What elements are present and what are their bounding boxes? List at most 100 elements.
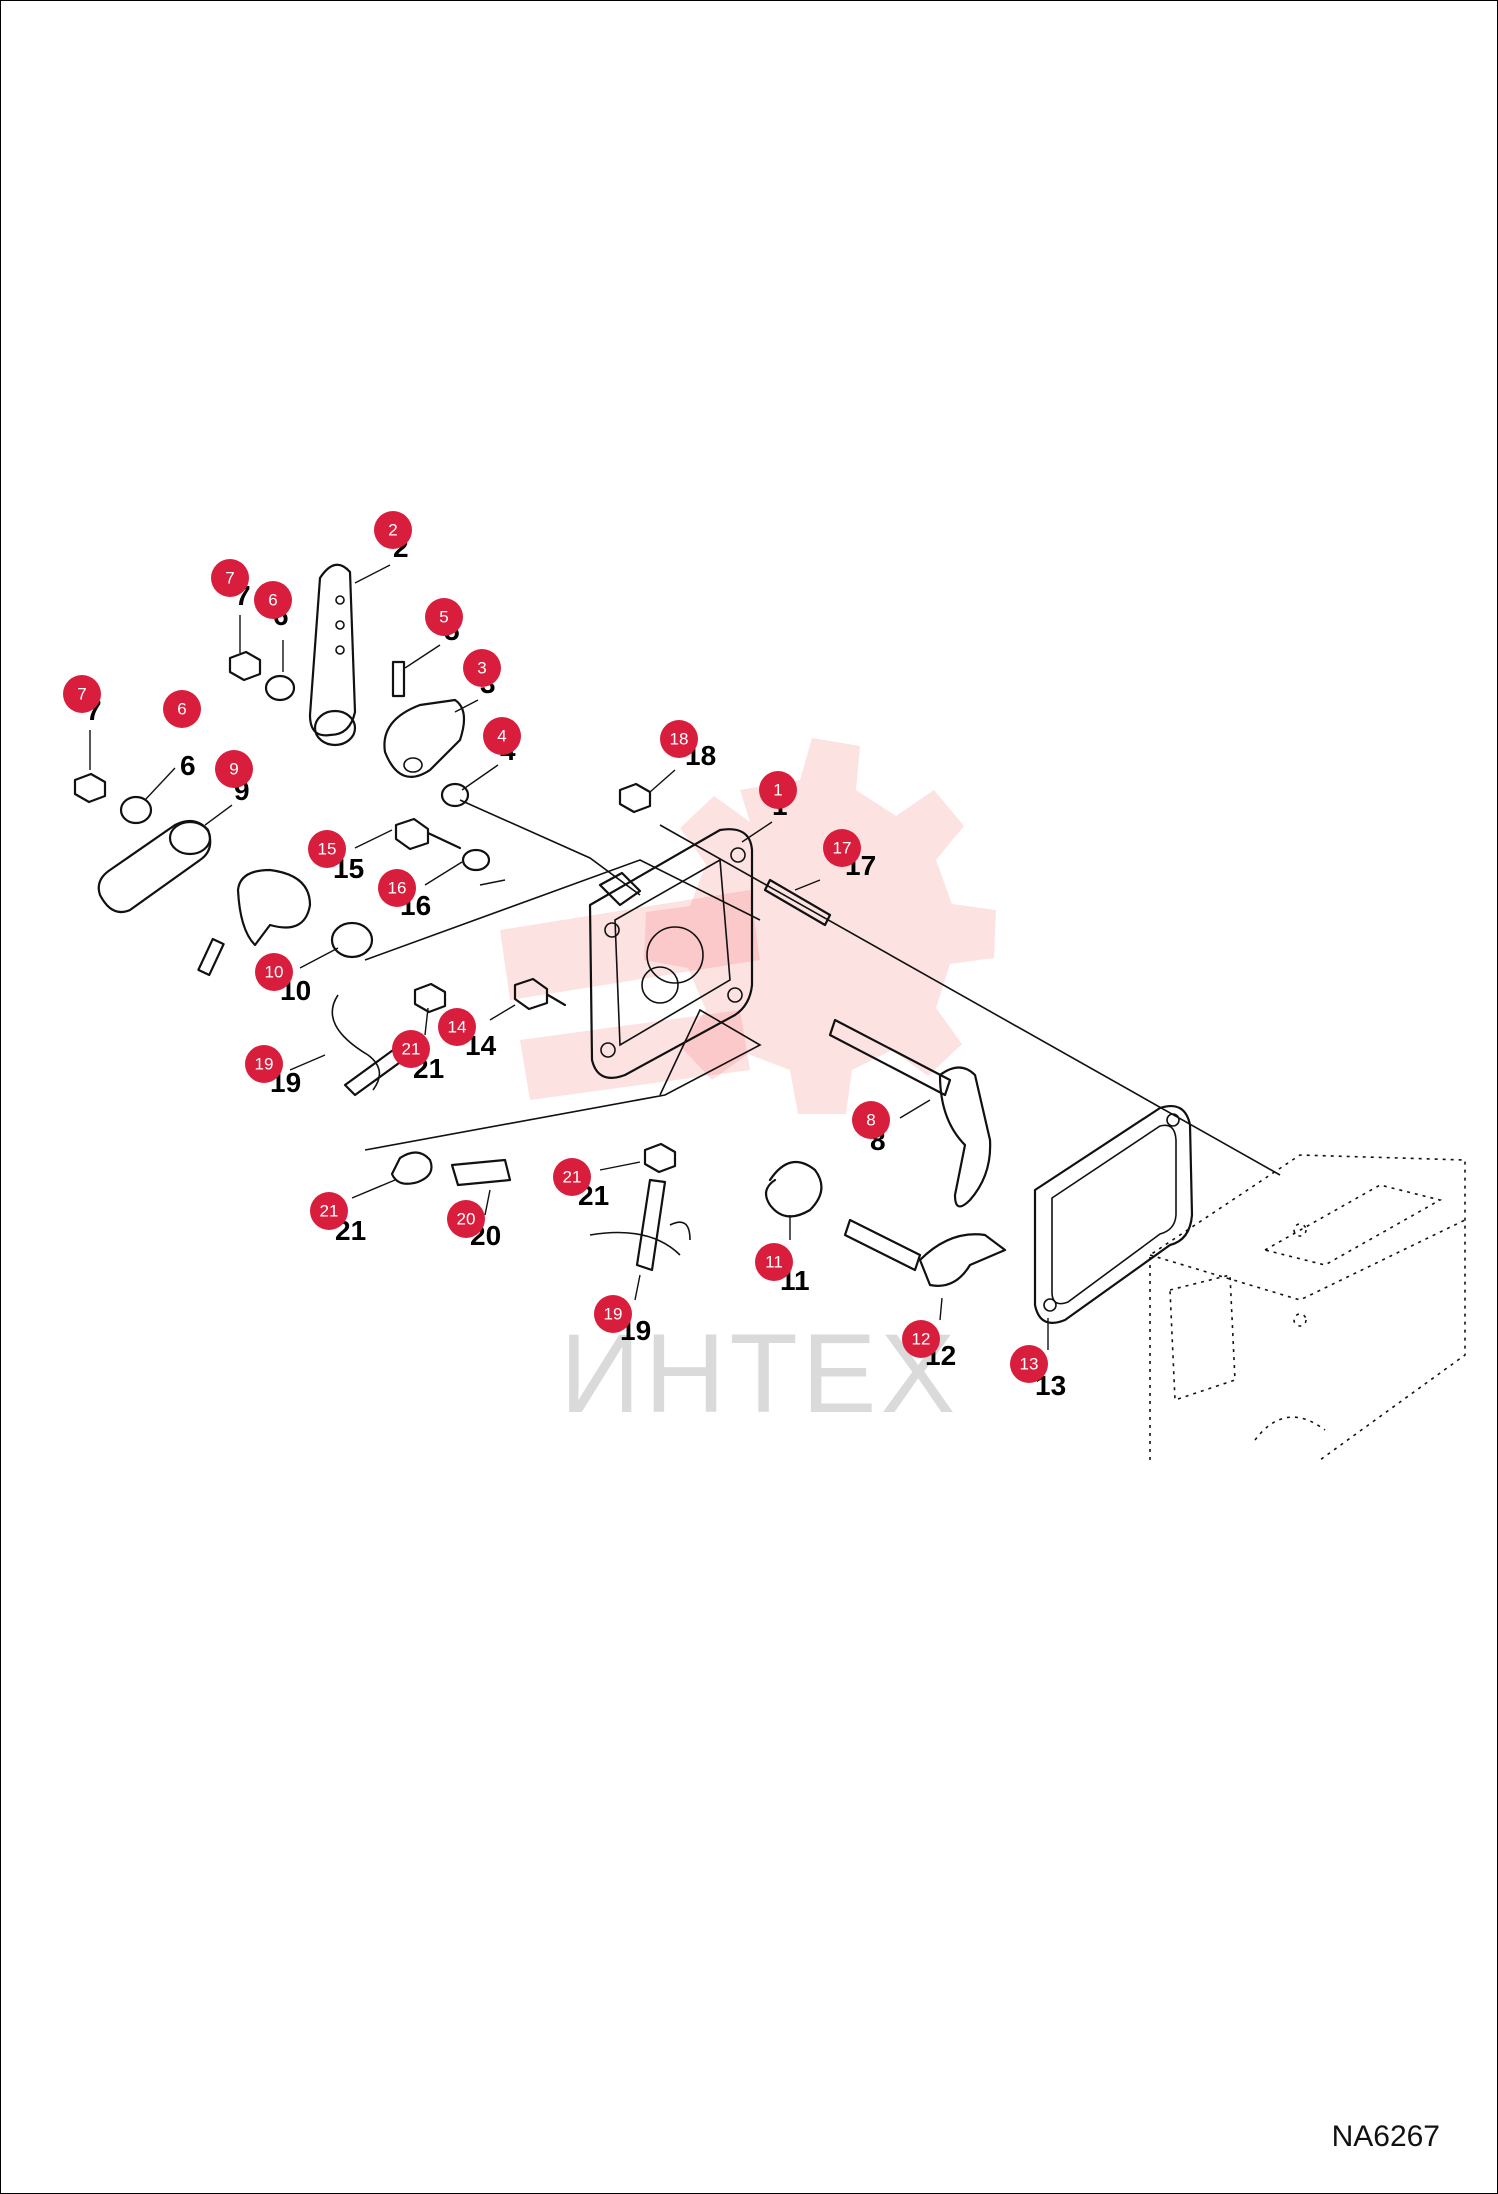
callout-badge-number: 1 [773, 781, 782, 800]
callout-badge[interactable] [447, 1200, 485, 1238]
leader-line [461, 764, 499, 791]
leader-line [489, 1004, 516, 1021]
callout-badge[interactable] [374, 511, 412, 549]
callout-badge[interactable] [211, 559, 249, 597]
leader-line [939, 1297, 943, 1321]
nut-21a [413, 982, 447, 1014]
callout-badge[interactable] [310, 1192, 348, 1230]
spring-19b [635, 1178, 667, 1272]
leader-line [649, 769, 676, 793]
shaft-8 [828, 1018, 952, 1097]
callout-badge[interactable] [483, 717, 521, 755]
callout-badge-number: 21 [563, 1168, 582, 1187]
callout-badge-number: 6 [177, 700, 186, 719]
leader-line [794, 879, 821, 891]
callout-badge[interactable] [852, 1101, 890, 1139]
diagram-code: NA6267 [1331, 2120, 1440, 2153]
callout-badge-number: 17 [833, 839, 852, 858]
callout-badge[interactable] [245, 1045, 283, 1083]
nut-21c [643, 1142, 677, 1174]
washer-lower [119, 795, 153, 825]
callout-badge-number: 4 [497, 727, 506, 746]
callout-badge[interactable] [63, 675, 101, 713]
callout-badge[interactable] [823, 829, 861, 867]
nut-18 [618, 782, 652, 814]
callout-badge-number: 3 [477, 659, 486, 678]
callout-badge[interactable] [553, 1158, 591, 1196]
callout-badge[interactable] [660, 720, 698, 758]
callout-badge-number: 7 [225, 569, 234, 588]
callout-badge-number: 13 [1020, 1355, 1039, 1374]
small-lever [383, 698, 466, 778]
leader-line [351, 1179, 396, 1199]
leader-line [404, 644, 441, 669]
leader-line [144, 767, 176, 801]
leader-line [204, 804, 233, 826]
leader-line [634, 1274, 641, 1301]
callout-badge[interactable] [463, 649, 501, 687]
governor-lever [236, 868, 312, 947]
callout-badge-number: 7 [77, 685, 86, 704]
callout-badge-number: 5 [439, 608, 448, 627]
lever-arm [308, 563, 357, 747]
leader-line [424, 1007, 429, 1036]
callout-badge-number: 9 [229, 760, 238, 779]
leader-line [299, 947, 339, 969]
shaft-12 [843, 1218, 922, 1272]
pin [391, 660, 406, 698]
spring-11 [764, 1160, 823, 1218]
cover-plate [588, 828, 754, 1079]
callout-badge[interactable] [215, 750, 253, 788]
callout-badge[interactable] [1010, 1345, 1048, 1383]
callout-badge[interactable] [308, 830, 346, 868]
callout-badge[interactable] [594, 1295, 632, 1333]
bolt-15 [394, 817, 462, 851]
leader-line [454, 699, 479, 713]
nut-lower [73, 772, 107, 804]
callout-badge-number: 19 [604, 1305, 623, 1324]
part-number-label: 6 [180, 750, 196, 781]
nut-upper [228, 650, 262, 682]
leader-line [354, 829, 393, 849]
callout-badge-number: 18 [670, 730, 689, 749]
callout-badge[interactable] [163, 690, 201, 728]
callout-badge-number: 12 [912, 1330, 931, 1349]
callout-badge[interactable] [255, 953, 293, 991]
callout-badge-number: 16 [388, 879, 407, 898]
washer-16 [461, 848, 491, 872]
spring-20 [450, 1158, 512, 1187]
callout-badge-number: 6 [268, 591, 277, 610]
leader-line [599, 1161, 641, 1171]
o-ring [440, 782, 470, 808]
callout-badge[interactable] [392, 1030, 430, 1068]
callout-badge-number: 8 [866, 1111, 875, 1130]
callout-badge-number: 19 [255, 1055, 274, 1074]
assembly-lines [364, 799, 1281, 1176]
leader-line [354, 564, 391, 584]
leader-line [899, 1099, 931, 1119]
washer-upper [264, 674, 296, 702]
callout-badge-number: 14 [448, 1018, 467, 1037]
callout-badge-number: 10 [265, 963, 284, 982]
leader-line [741, 821, 773, 843]
stud-17 [763, 878, 832, 927]
watermark-text: ИНТЕХ [560, 1311, 959, 1436]
bolt-14 [513, 977, 567, 1011]
callout-badge[interactable] [254, 581, 292, 619]
callout-badge-number: 15 [318, 840, 337, 859]
callout-badge[interactable] [902, 1320, 940, 1358]
leader-line [484, 1189, 491, 1216]
callout-badge-number: 20 [457, 1210, 476, 1229]
callout-badge[interactable] [755, 1243, 793, 1281]
leader-line [424, 861, 463, 886]
callout-badge[interactable] [438, 1008, 476, 1046]
nut-21b [390, 1151, 433, 1185]
engine-block [1149, 1154, 1466, 1461]
callout-badge[interactable] [759, 771, 797, 809]
callout-badge-number: 2 [388, 521, 397, 540]
callout-badge-number: 11 [765, 1253, 783, 1272]
callout-badge-number: 21 [320, 1202, 339, 1221]
callout-badge[interactable] [378, 869, 416, 907]
callout-badge[interactable] [425, 598, 463, 636]
